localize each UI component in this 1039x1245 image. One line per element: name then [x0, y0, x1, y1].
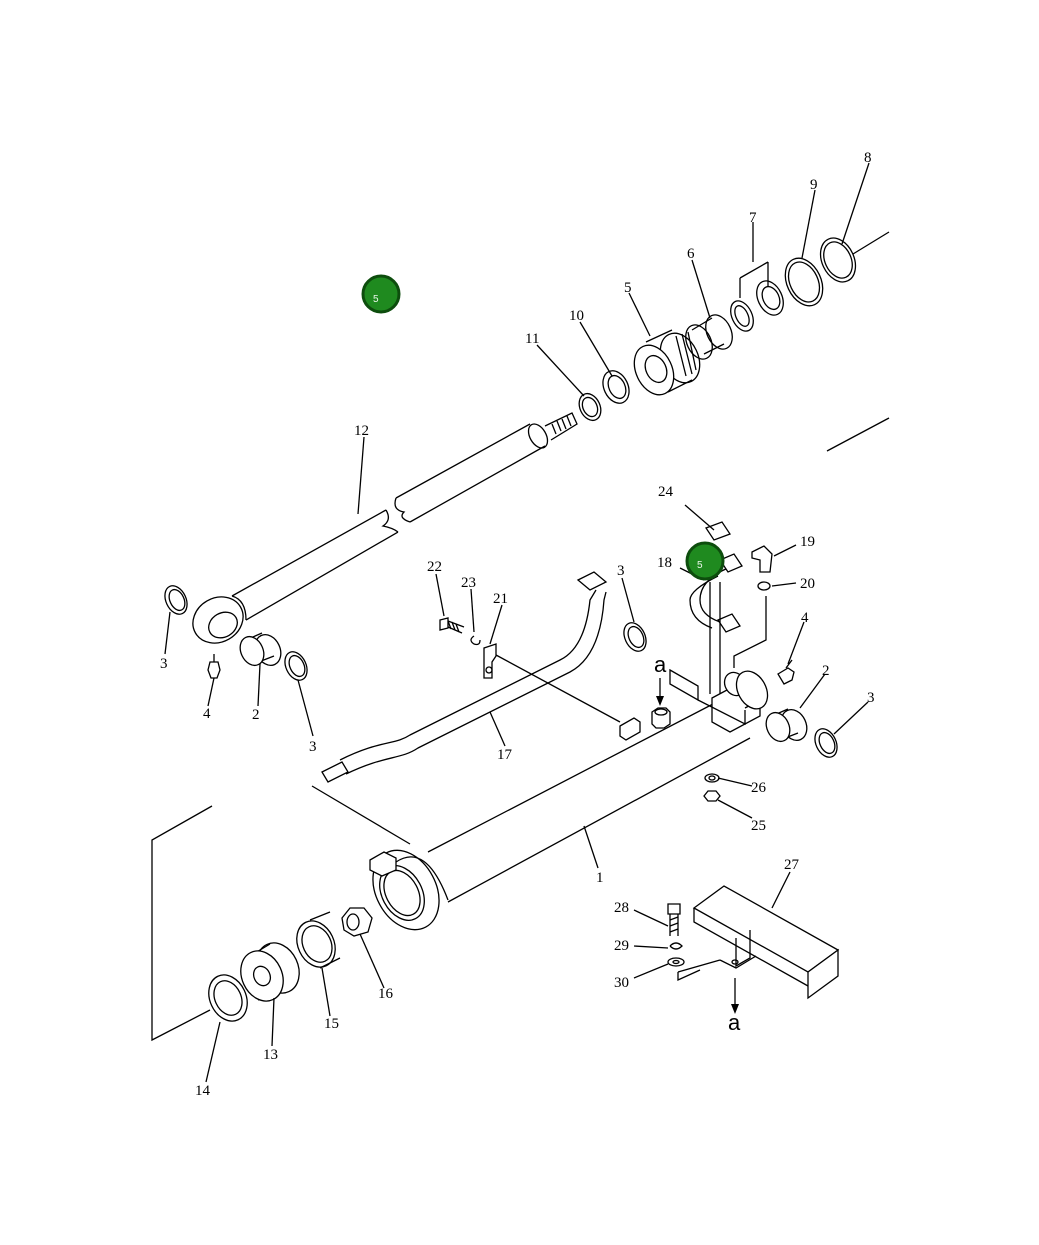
callout-13: 13: [263, 1047, 278, 1063]
callout-28: 28: [614, 900, 629, 916]
clamp-parts: [439, 617, 497, 679]
callout-14: 14: [195, 1083, 211, 1099]
callout-6: 6: [687, 246, 695, 262]
callout-24: 24: [658, 484, 674, 500]
callout-19: 19: [800, 534, 815, 550]
piston-group: [151, 805, 373, 1042]
bottom-pin-parts: [623, 622, 838, 802]
callout-22: 22: [427, 559, 442, 575]
callout-17: 17: [497, 747, 513, 763]
callout-3: 3: [309, 739, 317, 755]
hotspot-marker[interactable]: 5: [361, 274, 401, 314]
callout-4: 4: [801, 610, 809, 626]
callout-30: 30: [614, 975, 629, 991]
section-mark-a: a: [728, 1010, 741, 1035]
callout-9: 9: [810, 177, 818, 193]
rod-assembly: [192, 231, 890, 644]
callout-labels: 1 2 2 3 3 3 3 4 4 5 6 7 8 9 10 11 12 13 …: [160, 150, 875, 1099]
callout-12: 12: [354, 423, 369, 439]
fittings: [689, 521, 773, 694]
pipe-assembly: [311, 571, 608, 845]
callout-1: 1: [596, 870, 604, 886]
callout-2: 2: [822, 663, 830, 679]
callout-16: 16: [378, 986, 394, 1002]
callout-3: 3: [867, 690, 875, 706]
callout-21: 21: [493, 591, 508, 607]
callout-26: 26: [751, 780, 767, 796]
callout-29: 29: [614, 938, 629, 954]
callout-5: 5: [624, 280, 632, 296]
callout-7: 7: [749, 210, 757, 226]
hotspot-marker[interactable]: 5: [685, 541, 725, 581]
callout-4: 4: [203, 706, 211, 722]
callout-2: 2: [252, 707, 260, 723]
callout-25: 25: [751, 818, 766, 834]
rod-eye-parts: [164, 585, 308, 681]
callout-11: 11: [525, 331, 539, 347]
callout-23: 23: [461, 575, 476, 591]
leader-lines: [164, 162, 870, 1083]
cylinder-tube: [369, 654, 769, 931]
hotspot-label: 5: [373, 294, 379, 305]
callout-20: 20: [800, 576, 815, 592]
section-arrows: [656, 678, 739, 1014]
callout-15: 15: [324, 1016, 339, 1032]
head-components: [578, 237, 857, 422]
callout-3: 3: [160, 656, 168, 672]
callout-10: 10: [569, 308, 584, 324]
hotspot-label: 5: [697, 560, 703, 571]
guard-assembly: [667, 885, 840, 1000]
callout-18: 18: [657, 555, 672, 571]
callout-3: 3: [617, 563, 625, 579]
callout-27: 27: [784, 857, 800, 873]
section-mark-a: a: [654, 652, 667, 677]
callout-8: 8: [864, 150, 872, 166]
